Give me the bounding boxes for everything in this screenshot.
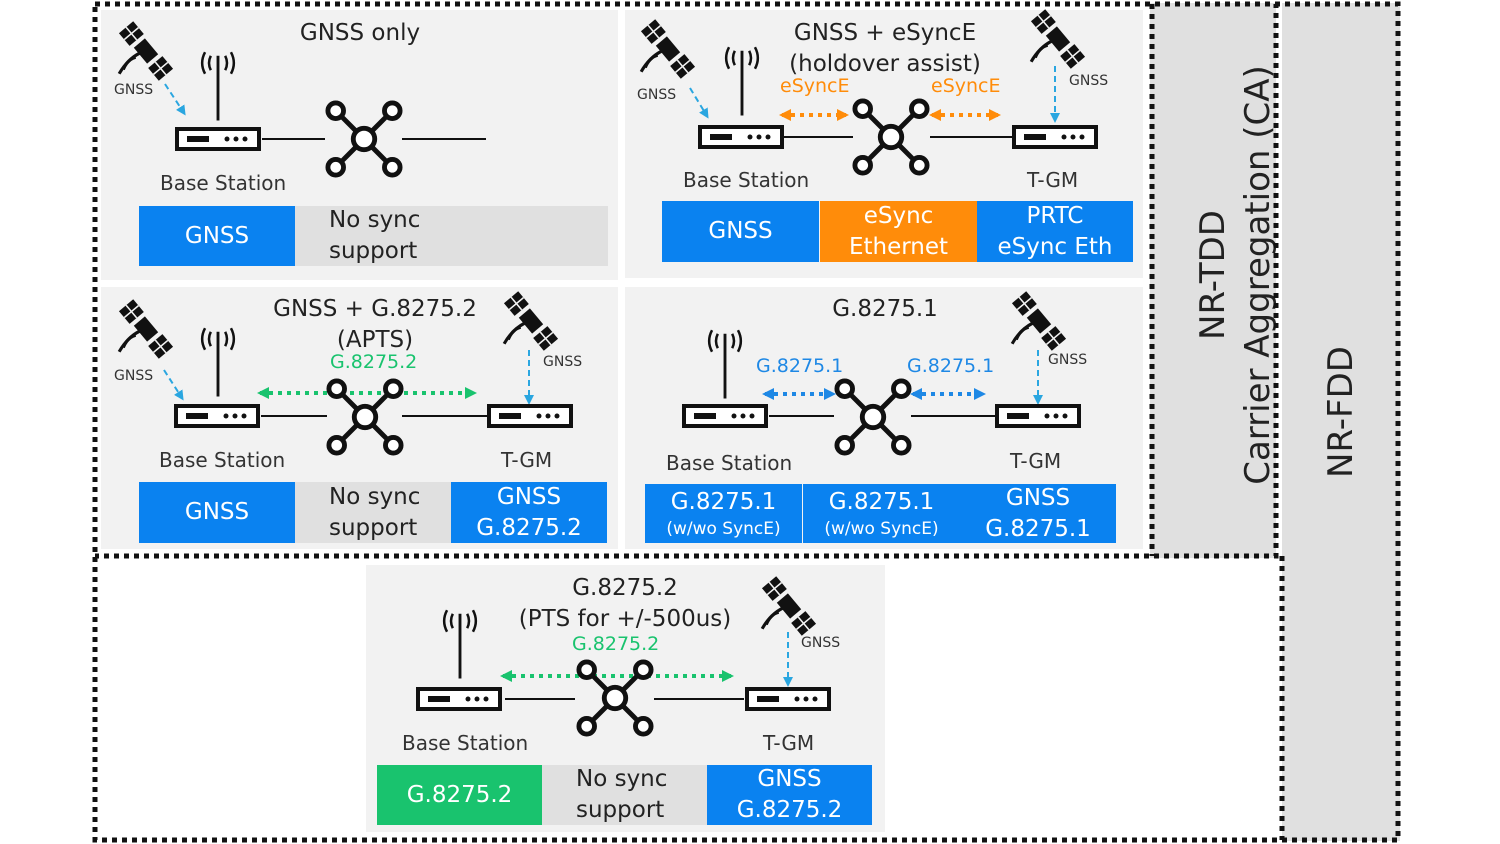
cell-no-sync: No sync support — [295, 206, 608, 266]
cell-text: PRTC — [1026, 202, 1084, 229]
cell-esync-ethernet: eSync Ethernet — [820, 201, 977, 262]
cell-gnss-g82752: GNSS G.8275.2 — [707, 765, 872, 825]
gnss-label: GNSS — [543, 354, 583, 370]
base-station-label: Base Station — [666, 451, 793, 475]
fdd-bar — [1282, 3, 1400, 841]
panel-title-sub: (APTS) — [336, 327, 414, 353]
base-station-label: Base Station — [160, 171, 287, 195]
cell-text: GNSS — [1005, 484, 1071, 511]
tgm-label: T-GM — [1027, 168, 1079, 192]
cell-text: support — [576, 797, 665, 823]
gnss-label: GNSS — [801, 635, 841, 651]
tgm-label: T-GM — [501, 448, 553, 472]
cell-g82751-a: G.8275.1 (w/wo SyncE) — [645, 484, 802, 543]
gnss-label: GNSS — [1069, 73, 1109, 89]
cell-text: G.8275.2 — [406, 781, 513, 808]
cell-text: G.8275.2 — [736, 797, 843, 823]
cell-prtc: PRTC eSync Eth — [977, 201, 1133, 262]
cell-text: GNSS — [708, 218, 773, 244]
panel-title-sub: (holdover assist) — [789, 51, 981, 77]
link-label: eSyncE — [931, 75, 1001, 97]
cell-subtext: (w/wo SyncE) — [666, 519, 781, 539]
cell-subtext: (w/wo SyncE) — [824, 519, 939, 539]
cell-text: Ethernet — [848, 233, 949, 260]
cell-text: G.8275.1 — [985, 515, 1091, 542]
tgm-label: T-GM — [763, 731, 815, 755]
cell-text: No sync — [576, 766, 668, 792]
base-station-label: Base Station — [683, 168, 810, 192]
cell-g82752: G.8275.2 — [377, 765, 542, 825]
cell-text: G.8275.1 — [828, 489, 935, 515]
cell-text: support — [329, 514, 418, 541]
gnss-label: GNSS — [114, 368, 154, 384]
cell-text: GNSS — [496, 483, 562, 510]
panel-title: G.8275.2 — [572, 575, 678, 601]
ca-tdd-bar — [1150, 3, 1276, 558]
cell-gnss: GNSS — [662, 201, 819, 262]
gnss-label: GNSS — [114, 82, 154, 98]
cell-text: G.8275.1 — [670, 489, 777, 515]
link-label: G.8275.1 — [907, 355, 995, 377]
gnss-label: GNSS — [1048, 352, 1088, 368]
panel-title: GNSS + eSyncE — [793, 20, 977, 46]
nr-fdd-frame — [92, 1, 1401, 843]
tgm-label: T-GM — [1010, 449, 1062, 473]
base-station-label: Base Station — [402, 731, 529, 755]
panel-title: GNSS + G.8275.2 — [273, 296, 477, 322]
link-label: eSyncE — [780, 75, 850, 97]
link-label: G.8275.2 — [572, 633, 660, 655]
cell-text: eSync Eth — [997, 233, 1113, 260]
cell-no-sync: No sync support — [542, 765, 707, 825]
cell-text: GNSS — [184, 499, 250, 525]
cell-text: support — [329, 238, 418, 264]
cell-text: GNSS — [184, 222, 250, 249]
panel-title-sub: (PTS for +/-500us) — [518, 606, 732, 632]
cell-gnss-g82751: GNSS G.8275.1 — [960, 484, 1116, 543]
base-station-label: Base Station — [159, 448, 286, 472]
cell-g82751-b: G.8275.1 (w/wo SyncE) — [803, 484, 960, 543]
nr-tdd-frame — [95, 1, 1279, 559]
cell-text: No sync — [329, 483, 421, 510]
gnss-label: GNSS — [637, 87, 677, 103]
link-label: G.8275.2 — [330, 351, 418, 373]
panel-title: GNSS only — [299, 20, 421, 46]
cell-text: No sync — [329, 207, 421, 233]
cell-gnss-g82752: GNSS G.8275.2 — [451, 482, 607, 543]
cell-gnss: GNSS — [139, 482, 295, 543]
cell-gnss: GNSS — [139, 206, 295, 266]
panel-title: G.8275.1 — [832, 296, 938, 322]
cell-text: eSync — [863, 202, 934, 229]
cell-no-sync: No sync support — [295, 482, 451, 543]
link-label: G.8275.1 — [756, 355, 844, 377]
cell-text: G.8275.2 — [476, 514, 582, 541]
cell-text: GNSS — [757, 766, 822, 792]
